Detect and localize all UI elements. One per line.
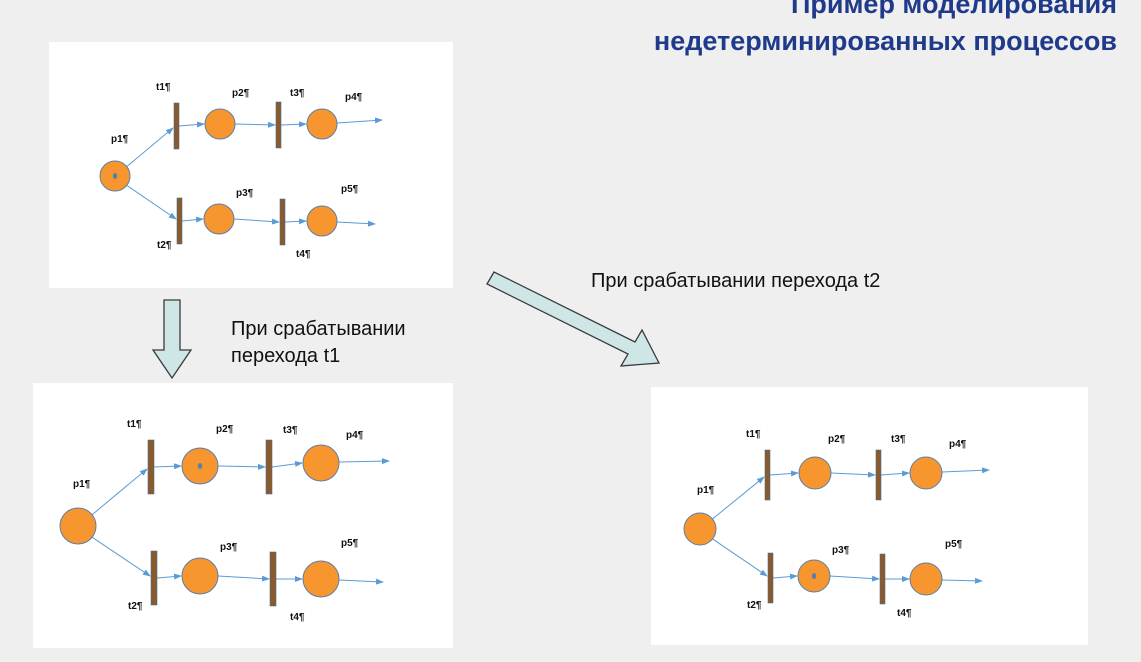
arc-p3-t4 (233, 218, 280, 225)
arc-p5-out (338, 578, 384, 585)
arc-p3-t4 (217, 575, 270, 582)
title-line-1: Пример моделирования (790, 0, 1117, 19)
arc-t1-p2 (769, 470, 799, 477)
arc-p2-t3 (217, 463, 266, 470)
place-p4 (306, 108, 338, 140)
label-p2: p2¶ (216, 424, 234, 435)
place-p1 (59, 507, 97, 545)
label-t3: t3¶ (290, 88, 305, 99)
place-p3 (181, 557, 219, 595)
arc-t1-p2 (153, 463, 182, 470)
place-p5 (302, 560, 340, 598)
transition-t3 (265, 439, 273, 495)
transition-t2 (150, 550, 158, 606)
place-p4 (302, 444, 340, 482)
transition-t3 (875, 449, 882, 501)
label-p3: p3¶ (220, 542, 238, 553)
arc-p3-t4 (829, 575, 880, 582)
arc-p1-t2 (91, 536, 151, 577)
caption-transition-t1: При срабатывании перехода t1 (231, 318, 406, 367)
label-p1: p1¶ (73, 479, 91, 490)
place-p2 (204, 108, 236, 140)
label-t1: t1¶ (127, 419, 142, 430)
petri-net-after-t1: p1¶ p2¶ p3¶ p4¶ p5¶ t1¶ t2¶ t3¶ t4¶ (59, 419, 390, 623)
arc-t3-p4 (280, 121, 307, 128)
petri-net-after-t1-panel: p1¶ p2¶ p3¶ p4¶ p5¶ t1¶ t2¶ t3¶ t4¶ (33, 383, 453, 648)
arc-t3-p4 (271, 460, 303, 468)
transition-t1 (147, 439, 155, 495)
token-p2 (197, 463, 203, 469)
transition-t3 (275, 101, 282, 149)
label-t3: t3¶ (891, 434, 906, 445)
place-p2 (798, 456, 832, 490)
label-t1: t1¶ (746, 429, 761, 440)
place-p5 (909, 562, 943, 596)
label-p5: p5¶ (945, 539, 963, 550)
label-t2: t2¶ (747, 600, 762, 611)
caption-transition-t2: При срабатывании перехода t2 (591, 270, 881, 292)
transition-t1 (764, 449, 771, 501)
label-p4: p4¶ (346, 430, 364, 441)
place-p1 (683, 512, 717, 546)
arc-p1-t2 (711, 538, 768, 577)
arc-t1-p2 (178, 121, 205, 128)
place-p4 (909, 456, 943, 490)
arc-p4-out (336, 117, 383, 124)
label-t4: t4¶ (897, 608, 912, 619)
slide-title: Пример моделирования недетерминированных… (654, 0, 1117, 60)
label-p5: p5¶ (341, 538, 359, 549)
arc-p2-t3 (830, 471, 876, 478)
petri-net-after-t2-panel: p1¶ p2¶ p3¶ p4¶ p5¶ t1¶ t2¶ t3¶ t4¶ (651, 387, 1088, 645)
arc-p1-t2 (125, 184, 177, 220)
label-p3: p3¶ (832, 545, 850, 556)
label-t4: t4¶ (290, 612, 305, 623)
diagonal-arrow-icon (486, 271, 661, 367)
arc-p5-out (941, 577, 983, 584)
label-p5: p5¶ (341, 184, 359, 195)
transition-t2 (176, 197, 183, 245)
label-t2: t2¶ (128, 601, 143, 612)
label-p4: p4¶ (949, 439, 967, 450)
transition-t4 (879, 553, 886, 605)
place-p5 (306, 205, 338, 237)
place-p3 (203, 203, 235, 235)
token-p3 (811, 573, 817, 579)
arc-p1-t1 (125, 127, 174, 168)
transition-t1 (173, 102, 180, 150)
token-p1 (112, 173, 118, 179)
arc-t2-p3 (772, 573, 798, 580)
label-t3: t3¶ (283, 425, 298, 436)
label-p4: p4¶ (345, 92, 363, 103)
petri-net-initial-panel: p1¶ p2¶ p3¶ p4¶ p5¶ t1¶ t2¶ t3¶ t4¶ (49, 42, 453, 288)
arc-t4-p5 (284, 218, 307, 225)
label-p1: p1¶ (111, 134, 129, 145)
transition-t4 (269, 551, 277, 607)
label-p2: p2¶ (232, 88, 250, 99)
transition-t4 (279, 198, 286, 246)
petri-net-after-t2: p1¶ p2¶ p3¶ p4¶ p5¶ t1¶ t2¶ t3¶ t4¶ (683, 429, 990, 619)
label-t4: t4¶ (296, 249, 311, 260)
arc-p5-out (336, 220, 376, 227)
label-p3: p3¶ (236, 188, 254, 199)
label-p1: p1¶ (697, 485, 715, 496)
title-line-2: недетерминированных процессов (653, 26, 1117, 56)
arc-p2-t3 (234, 121, 276, 128)
label-t1: t1¶ (156, 82, 171, 93)
petri-net-initial: p1¶ p2¶ p3¶ p4¶ p5¶ t1¶ t2¶ t3¶ t4¶ (99, 82, 383, 260)
label-t2: t2¶ (157, 240, 172, 251)
arc-p1-t1 (711, 476, 765, 520)
transition-t2 (767, 552, 774, 604)
label-p2: p2¶ (828, 434, 846, 445)
arc-t2-p3 (156, 573, 182, 580)
arc-t2-p3 (181, 216, 204, 223)
down-arrow-icon (151, 299, 193, 380)
arc-t3-p4 (880, 470, 910, 477)
arc-p4-out (338, 458, 390, 465)
arc-p1-t1 (91, 468, 148, 516)
arc-p4-out (941, 467, 990, 474)
